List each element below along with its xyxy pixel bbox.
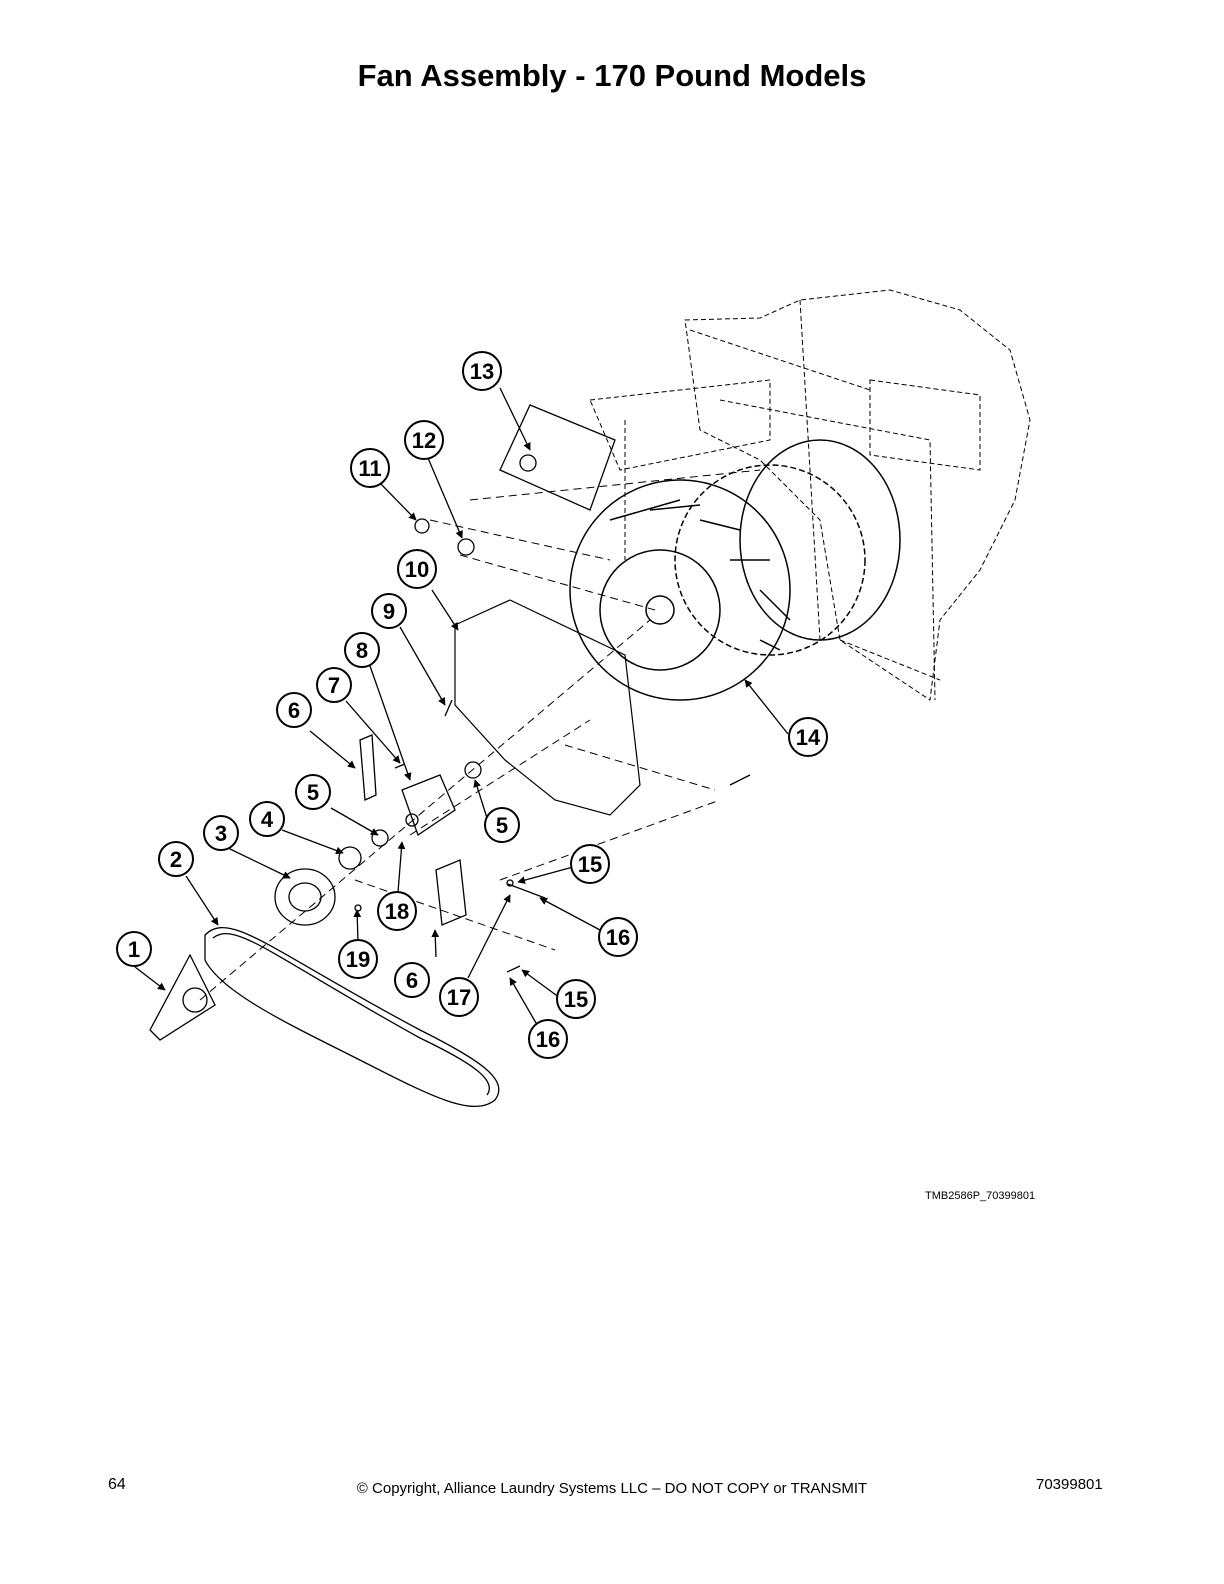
svg-text:2: 2 — [170, 847, 182, 872]
callout-leaders — [134, 387, 789, 1024]
svg-text:19: 19 — [346, 947, 370, 972]
callout-17: 17 — [439, 977, 479, 1017]
footer-doc-number: 70399801 — [1036, 1476, 1103, 1493]
svg-text:13: 13 — [470, 359, 494, 384]
footer-page-number: 64 — [108, 1476, 126, 1493]
callout-4: 4 — [249, 801, 285, 837]
callout-10: 10 — [397, 549, 437, 589]
blower-housing — [589, 289, 1031, 701]
page-title: Fan Assembly - 170 Pound Models — [357, 58, 867, 93]
svg-text:12: 12 — [412, 428, 436, 453]
callout-13: 13 — [462, 351, 502, 391]
callout-3: 3 — [203, 815, 239, 851]
mounting-plate — [454, 599, 641, 816]
svg-text:15: 15 — [564, 987, 588, 1012]
svg-text:14: 14 — [796, 725, 821, 750]
callout-11: 11 — [350, 448, 390, 488]
svg-text:1: 1 — [128, 937, 140, 962]
callout-6b: 6 — [394, 962, 430, 998]
callout-15b: 15 — [556, 979, 596, 1019]
callout-15a: 15 — [570, 844, 610, 884]
callout-1: 1 — [116, 931, 152, 967]
svg-text:8: 8 — [356, 638, 368, 663]
callout-19: 19 — [338, 939, 378, 979]
callout-14: 14 — [788, 717, 828, 757]
svg-text:9: 9 — [383, 599, 395, 624]
callout-7: 7 — [316, 667, 352, 703]
footer-copyright: © Copyright, Alliance Laundry Systems LL… — [356, 1480, 868, 1497]
callout-8: 8 — [344, 632, 380, 668]
callout-9: 9 — [371, 593, 407, 629]
svg-text:16: 16 — [606, 925, 630, 950]
svg-text:11: 11 — [358, 456, 381, 481]
svg-text:5: 5 — [496, 813, 508, 838]
svg-text:4: 4 — [261, 807, 274, 832]
callout-2: 2 — [158, 841, 194, 877]
callout-16b: 16 — [528, 1019, 568, 1059]
svg-text:3: 3 — [215, 821, 227, 846]
svg-text:5: 5 — [307, 780, 319, 805]
callout-6a: 6 — [276, 692, 312, 728]
callout-18: 18 — [377, 891, 417, 931]
svg-text:10: 10 — [405, 557, 429, 582]
svg-text:15: 15 — [578, 852, 602, 877]
callout-12: 12 — [404, 420, 444, 460]
svg-text:7: 7 — [328, 673, 340, 698]
fan-wheel — [569, 439, 901, 701]
callout-5b: 5 — [484, 807, 520, 843]
svg-text:6: 6 — [288, 698, 300, 723]
small-parts — [149, 404, 751, 1108]
svg-text:17: 17 — [447, 985, 471, 1010]
callouts: 1 2 3 4 5 5 6 6 7 8 9 10 11 12 13 14 15 … — [116, 351, 828, 1059]
callout-5a: 5 — [295, 774, 331, 810]
svg-text:6: 6 — [406, 968, 418, 993]
svg-text:16: 16 — [536, 1027, 560, 1052]
drawing-id: TMB2586P_70399801 — [925, 1190, 1036, 1202]
svg-text:18: 18 — [385, 899, 409, 924]
callout-16a: 16 — [598, 917, 638, 957]
assembly-paths — [199, 469, 761, 1001]
